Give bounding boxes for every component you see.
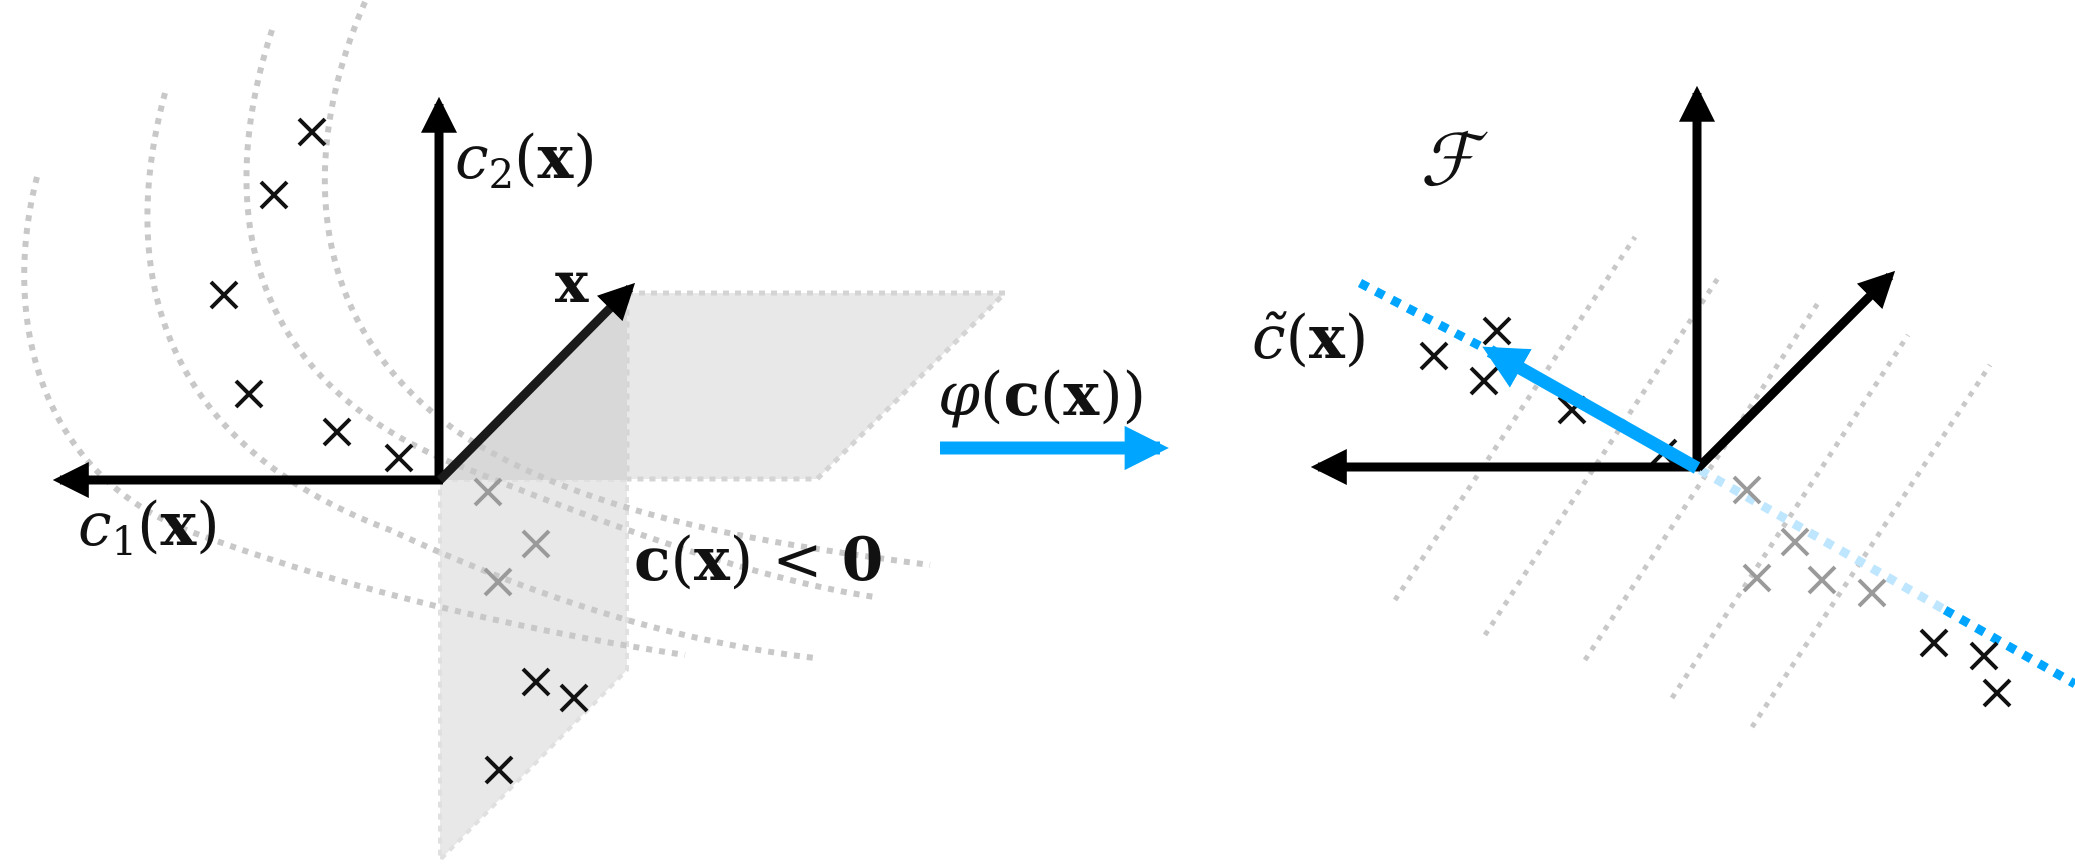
data-point-cross <box>559 683 589 713</box>
data-point-cross <box>1469 366 1499 396</box>
level-lines <box>1392 235 1993 729</box>
shaded-plane-top <box>624 290 1012 482</box>
level-line <box>1392 235 1638 602</box>
data-point-cross <box>297 117 327 147</box>
c1-axis-label: c1(x) <box>78 490 220 565</box>
right-crosses <box>1419 316 2012 708</box>
data-point-cross <box>1419 341 1449 371</box>
data-point-cross <box>521 667 551 697</box>
c-tilde-line-lower <box>1942 606 2075 688</box>
data-point-cross <box>384 443 414 473</box>
constraint-region-label: c(x) < 0 <box>634 525 883 595</box>
level-line <box>1669 333 1911 700</box>
level-line <box>1582 298 1823 662</box>
c-tilde-label: c̃(x) <box>1252 303 1368 373</box>
data-point-cross <box>483 567 513 597</box>
c-tilde-line-faded <box>1697 466 1948 614</box>
right-panel: ℱ c̃(x) <box>1252 85 2075 729</box>
data-point-cross <box>521 529 551 559</box>
data-point-cross <box>1857 578 1887 608</box>
phi-label: φ(c(x)) <box>938 360 1146 430</box>
data-point-cross <box>209 280 239 310</box>
left-crosses <box>209 117 589 785</box>
contour-line <box>243 29 876 600</box>
data-point-cross <box>1742 563 1772 593</box>
data-point-cross <box>322 417 352 447</box>
data-point-cross <box>1919 628 1949 658</box>
c-tilde-arrow <box>1482 345 1701 474</box>
data-point-cross <box>484 755 514 785</box>
left-panel: c2(x) c1(x) x c(x) < 0 <box>21 0 1012 865</box>
data-point-cross <box>1780 527 1810 557</box>
feature-space-label: ℱ <box>1420 118 1488 202</box>
x-vector-label: x <box>555 250 589 316</box>
contour-line <box>144 92 816 661</box>
data-point-cross <box>1732 475 1762 505</box>
contour-lines <box>21 0 931 661</box>
data-point-cross <box>1969 641 1999 671</box>
mapping-arrow: φ(c(x)) <box>938 360 1169 471</box>
f-diagonal-axis <box>1694 270 1896 472</box>
data-point-cross <box>1982 678 2012 708</box>
data-point-cross <box>1482 316 1512 346</box>
data-point-cross <box>473 477 503 507</box>
contour-line <box>321 0 931 568</box>
data-point-cross <box>234 379 264 409</box>
c2-axis-label: c2(x) <box>455 123 597 198</box>
data-point-cross <box>259 180 289 210</box>
x-vector-arrow <box>436 282 636 484</box>
shaded-plane-bottom <box>438 478 629 865</box>
level-line <box>1749 363 1993 729</box>
data-point-cross <box>1807 565 1837 595</box>
c-tilde-line-upper <box>1357 279 1483 350</box>
